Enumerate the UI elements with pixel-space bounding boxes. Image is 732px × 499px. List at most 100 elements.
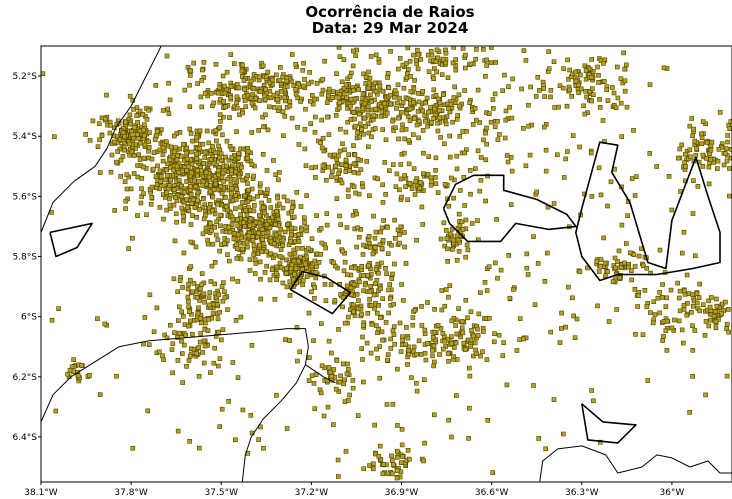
lightning-strike-point bbox=[263, 234, 269, 239]
lightning-strike-point bbox=[403, 127, 409, 132]
lightning-strike-point bbox=[243, 104, 249, 109]
lightning-strike-point bbox=[446, 417, 452, 423]
lightning-strike-point bbox=[443, 60, 449, 66]
lightning-strike-point bbox=[510, 76, 515, 82]
lightning-strike-point bbox=[714, 296, 719, 302]
lightning-strike-point bbox=[681, 303, 687, 308]
lightning-strike-point bbox=[467, 405, 472, 411]
lightning-strike-point bbox=[395, 66, 401, 72]
lightning-strike-point bbox=[251, 243, 257, 248]
lightning-strike-point bbox=[632, 286, 638, 292]
lightning-strike-point bbox=[542, 278, 548, 284]
lightning-strike-point bbox=[699, 141, 705, 147]
lightning-strike-point bbox=[717, 110, 723, 115]
lightning-strike-point bbox=[202, 343, 208, 349]
lightning-strike-point bbox=[179, 183, 184, 189]
lightning-strike-point bbox=[372, 245, 378, 250]
lightning-strike-point bbox=[567, 67, 573, 73]
lightning-strike-point bbox=[294, 190, 300, 195]
lightning-strike-point bbox=[222, 83, 227, 89]
lightning-strike-point bbox=[213, 232, 219, 238]
lightning-strike-point bbox=[248, 95, 254, 101]
lightning-strike-point bbox=[468, 344, 474, 349]
lightning-strike-point bbox=[543, 446, 549, 452]
lightning-strike-point bbox=[164, 53, 170, 59]
lightning-strike-point bbox=[298, 99, 303, 104]
lightning-strike-point bbox=[245, 149, 251, 154]
lightning-strike-point bbox=[204, 128, 210, 134]
lightning-strike-point bbox=[195, 173, 200, 179]
lightning-strike-point bbox=[224, 69, 230, 75]
lightning-strike-point bbox=[197, 339, 203, 345]
lightning-strike-point bbox=[319, 240, 325, 246]
lightning-strike-point bbox=[415, 66, 421, 72]
lightning-strike-point bbox=[501, 340, 506, 346]
lightning-strike-point bbox=[341, 268, 347, 274]
lightning-strike-point bbox=[610, 85, 615, 90]
lightning-strike-point bbox=[158, 179, 164, 184]
lightning-strike-point bbox=[365, 121, 371, 127]
lightning-strike-point bbox=[619, 134, 625, 139]
lightning-strike-point bbox=[619, 222, 625, 228]
lightning-strike-point bbox=[288, 232, 294, 238]
lightning-strike-point bbox=[477, 188, 483, 194]
lightning-strike-point bbox=[433, 168, 438, 173]
lightning-strike-point bbox=[277, 260, 283, 266]
lightning-strike-point bbox=[235, 279, 241, 284]
lightning-strike-point bbox=[263, 112, 268, 118]
lightning-strike-point bbox=[468, 337, 474, 343]
lightning-strike-point bbox=[721, 162, 727, 168]
lightning-strike-point bbox=[211, 160, 217, 166]
lightning-strike-point bbox=[226, 157, 232, 163]
state-boundary-line bbox=[241, 328, 309, 482]
lightning-strike-point bbox=[470, 122, 476, 127]
lightning-strike-point bbox=[326, 338, 332, 344]
lightning-strike-point bbox=[477, 120, 482, 125]
lightning-strike-point bbox=[69, 364, 75, 370]
lightning-strike-point bbox=[249, 162, 255, 167]
lightning-strike-point bbox=[306, 355, 312, 360]
lightning-strike-point bbox=[163, 177, 168, 183]
lightning-strike-point bbox=[372, 422, 378, 428]
lightning-strike-point bbox=[504, 382, 510, 388]
lightning-strike-point bbox=[135, 120, 140, 125]
lightning-strike-point bbox=[323, 298, 329, 304]
lightning-strike-point bbox=[708, 317, 713, 323]
lightning-strike-point bbox=[657, 310, 662, 316]
lightning-strike-point bbox=[380, 200, 386, 205]
lightning-strike-point bbox=[193, 184, 199, 189]
lightning-strike-point bbox=[411, 86, 417, 92]
lightning-strike-point bbox=[129, 149, 135, 155]
lightning-strike-point bbox=[131, 107, 136, 112]
lightning-strike-point bbox=[359, 346, 365, 351]
lightning-strike-point bbox=[369, 99, 374, 104]
lightning-strike-point bbox=[208, 157, 214, 162]
y-tick-label: 6.2°S bbox=[12, 373, 37, 383]
lightning-strike-point bbox=[411, 344, 417, 350]
lightning-strike-point bbox=[137, 157, 143, 162]
lightning-strike-point bbox=[676, 318, 682, 324]
lightning-strike-point bbox=[445, 258, 451, 264]
lightning-strike-point bbox=[284, 426, 290, 431]
lightning-strike-point bbox=[275, 217, 281, 222]
lightning-strike-point bbox=[141, 155, 147, 161]
lightning-strike-point bbox=[306, 310, 312, 316]
lightning-strike-point bbox=[118, 174, 123, 179]
lightning-strike-point bbox=[240, 407, 246, 413]
lightning-strike-point bbox=[308, 121, 314, 126]
lightning-strike-point bbox=[233, 193, 238, 198]
lightning-strike-point bbox=[713, 318, 719, 324]
lightning-strike-point bbox=[135, 132, 140, 137]
lightning-strike-point bbox=[338, 292, 344, 297]
lightning-strike-point bbox=[692, 138, 698, 144]
lightning-strike-point bbox=[203, 169, 209, 175]
lightning-strike-point bbox=[196, 178, 201, 184]
lightning-strike-point bbox=[130, 445, 136, 451]
lightning-strike-point bbox=[175, 289, 180, 295]
lightning-strike-point bbox=[341, 91, 347, 97]
lightning-strike-point bbox=[328, 282, 334, 287]
lightning-strike-point bbox=[437, 100, 443, 105]
lightning-strike-point bbox=[415, 47, 420, 53]
lightning-strike-point bbox=[190, 138, 195, 144]
lightning-strike-point bbox=[371, 292, 377, 298]
